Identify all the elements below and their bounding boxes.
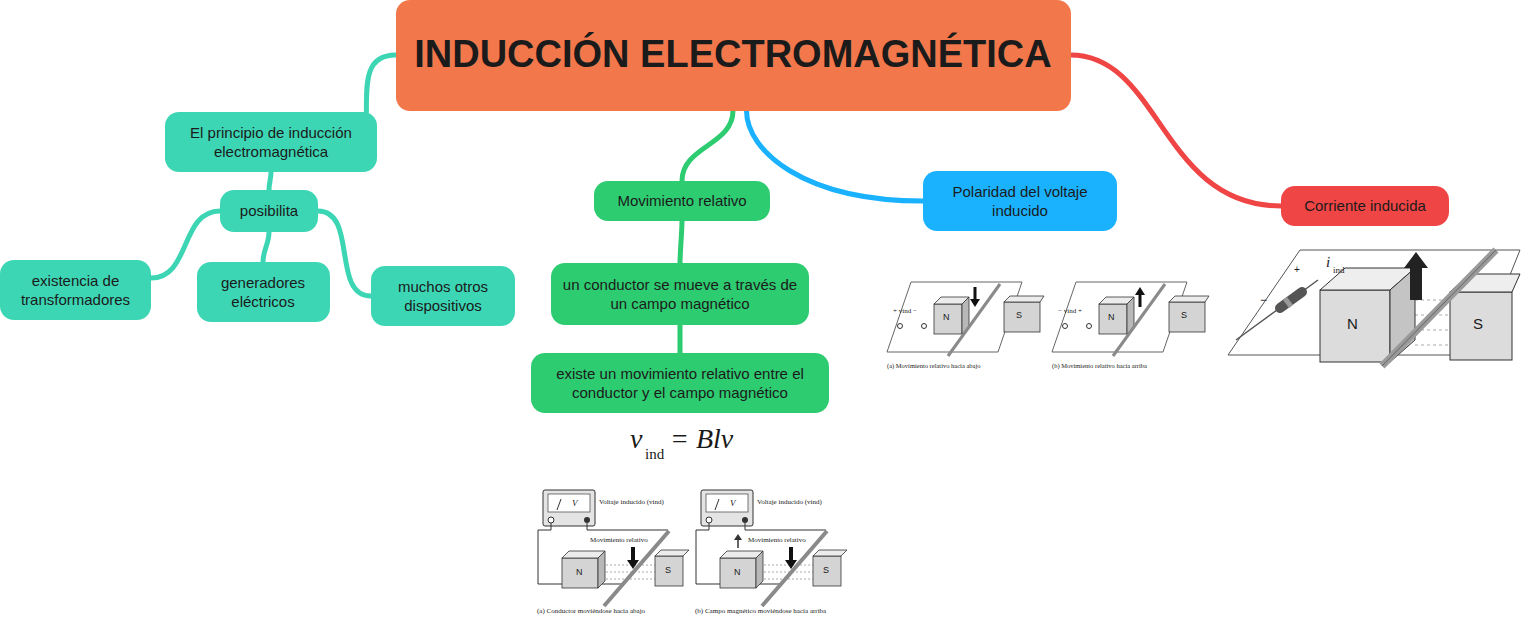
concept-box: El principio de inducción electromagnéti… xyxy=(165,112,377,172)
figure-caption: (b) Campo magnético moviéndose hacia arr… xyxy=(695,608,826,616)
branch-connector xyxy=(269,172,271,190)
node-text: Polaridad del voltaje inducido xyxy=(933,182,1107,221)
formula-symbol: v xyxy=(630,424,642,455)
figure-label: Movimiento relativo xyxy=(748,537,806,545)
branch-box: Polaridad del voltaje inducido xyxy=(923,171,1117,231)
branch-box: Corriente inducida xyxy=(1281,186,1449,226)
node-text: un conductor se mueve a través de un cam… xyxy=(561,275,799,314)
concept-box: generadores eléctricos xyxy=(197,262,330,322)
polarity-sign: − xyxy=(1260,294,1267,307)
magnet-pole: N xyxy=(943,313,950,323)
branch-connector xyxy=(747,111,924,202)
link-box: posibilita xyxy=(220,190,318,232)
node-text: existe un movimiento relativo entre el c… xyxy=(541,364,819,403)
node-text: INDUCCIÓN ELECTROMAGNÉTICA xyxy=(414,30,1052,79)
figure-b xyxy=(696,490,847,606)
figure-caption: (a) Conductor moviéndose hacia abajo xyxy=(537,608,645,616)
magnet-pole: S xyxy=(1016,311,1022,321)
figure-label: Voltaje inducido (vind) xyxy=(599,499,664,507)
branch-connector xyxy=(263,232,269,262)
node-text: Corriente inducida xyxy=(1304,196,1426,216)
topic-box: INDUCCIÓN ELECTROMAGNÉTICA xyxy=(396,0,1071,111)
formula-text: = Blv xyxy=(670,424,733,455)
branch-connector xyxy=(366,55,395,112)
node-text: El principio de inducción electromagnéti… xyxy=(175,123,367,162)
meter-symbol: V xyxy=(730,499,736,509)
current-subscript: ind xyxy=(1333,266,1345,276)
magnet-pole: S xyxy=(1473,316,1483,333)
branch-box: Movimiento relativo xyxy=(594,181,770,221)
polarity-label: + vind − xyxy=(893,308,917,316)
magnet-pole: N xyxy=(1108,313,1115,323)
polarity-sign: + xyxy=(1294,264,1300,275)
node-text: muchos otros dispositivos xyxy=(381,277,505,316)
concept-box: existe un movimiento relativo entre el c… xyxy=(531,353,829,413)
meter-symbol: V xyxy=(572,499,578,509)
concept-box: muchos otros dispositivos xyxy=(371,266,515,326)
magnet-pole: S xyxy=(665,566,671,576)
figure-label: Voltaje inducido (vind) xyxy=(757,499,822,507)
magnet-pole: S xyxy=(1181,311,1187,321)
concept-box: existencia de transformadores xyxy=(0,260,151,320)
formula-subscript: ind xyxy=(645,446,664,463)
current-figure xyxy=(1228,250,1520,366)
magnet-pole: S xyxy=(823,566,829,576)
polarity-figure-a xyxy=(887,282,1044,356)
concept-box: un conductor se mueve a través de un cam… xyxy=(551,263,809,325)
node-text: posibilita xyxy=(240,201,298,221)
magnet-pole: N xyxy=(576,568,583,578)
figure-label: Movimiento relativo xyxy=(590,537,648,545)
polarity-figure-b xyxy=(1052,282,1209,356)
figure-caption: (b) Movimiento relativo hacia arriba xyxy=(1052,362,1147,369)
figure-caption: (a) Movimiento relativo hacia abajo xyxy=(887,362,981,369)
node-text: generadores eléctricos xyxy=(207,273,320,312)
magnet-pole: N xyxy=(1347,316,1358,333)
figure-a xyxy=(538,490,689,606)
branch-connector xyxy=(678,325,683,353)
branch-connector xyxy=(682,111,733,182)
node-text: existencia de transformadores xyxy=(10,271,141,310)
node-text: Movimiento relativo xyxy=(617,191,746,211)
polarity-label: − vind + xyxy=(1058,308,1082,316)
magnet-pole: N xyxy=(734,568,741,578)
branch-connector xyxy=(680,221,682,263)
current-symbol: i xyxy=(1326,254,1330,271)
